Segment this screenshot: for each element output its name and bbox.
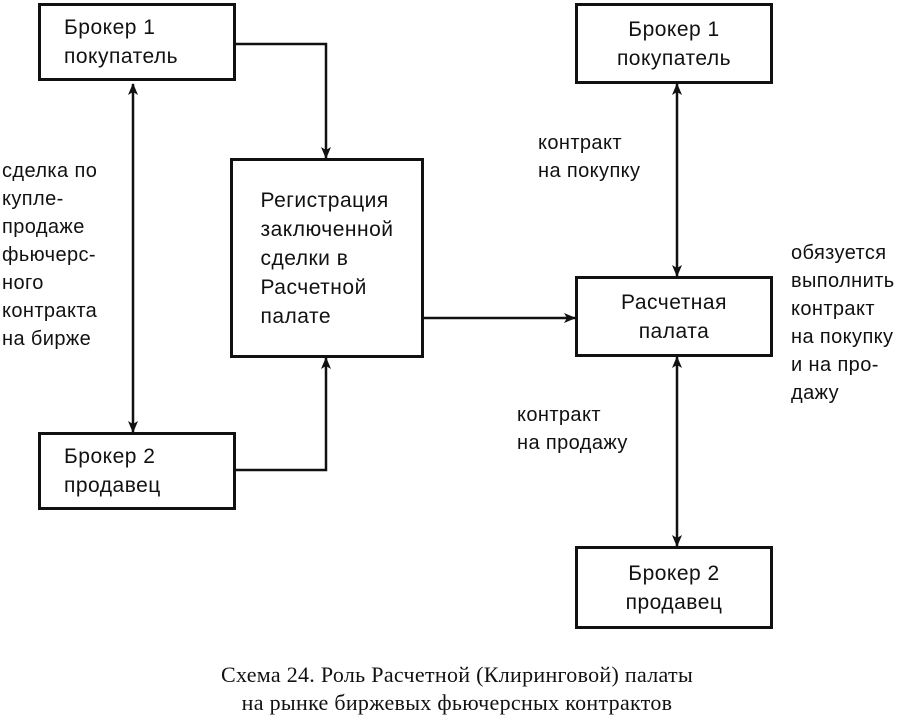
broker1-buyer-box-right: Брокер 1 покупатель: [575, 3, 773, 84]
contract-sell-label: контракт на продажу: [517, 404, 628, 454]
caption-line-1: Схема 24. Роль Расчетной (Клиринговой) п…: [220, 662, 694, 687]
registration-label: Регистрация заключенной сделки в Расчетн…: [260, 188, 394, 328]
contract-buy-label: контракт на покупку: [538, 132, 641, 182]
broker2-seller-box-right: Брокер 2 продавец: [575, 546, 773, 629]
broker2-seller-label-right: Брокер 2 продавец: [625, 561, 723, 614]
registration-box: Регистрация заключенной сделки в Расчетн…: [230, 158, 424, 358]
arrow-broker2-to-registration: [236, 357, 331, 472]
deal-label: сделка по купле- продаже фьючерс- ного к…: [2, 160, 98, 350]
clearing-house-label: Расчетная палата: [621, 290, 727, 343]
broker1-buyer-label-right: Брокер 1 покупатель: [616, 17, 732, 70]
caption-line-2: на рынке биржевых фьючерсных контрактов: [241, 690, 673, 715]
broker1-buyer-box-left: Брокер 1 покупатель: [38, 3, 236, 81]
broker2-seller-label-left: Брокер 2 продавец: [64, 445, 161, 497]
broker1-buyer-label-left: Брокер 1 покупатель: [64, 16, 179, 68]
clearing-house-box: Расчетная палата: [575, 276, 773, 357]
obligation-label: обязуется выполнить контракт на покупку …: [791, 242, 895, 404]
broker2-seller-box-left: Брокер 2 продавец: [38, 432, 236, 510]
arrow-broker1-to-registration: [236, 42, 331, 159]
